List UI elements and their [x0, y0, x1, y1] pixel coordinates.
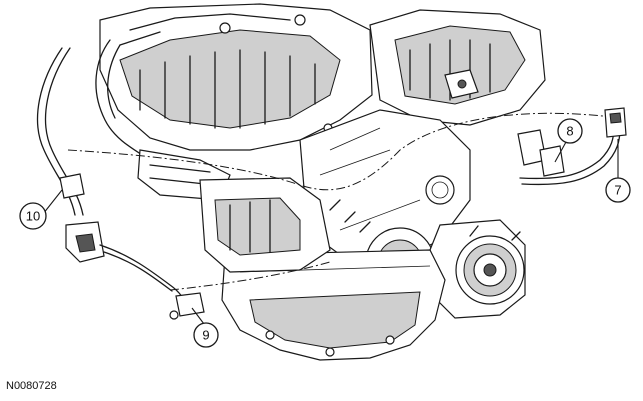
callout-7-label: 7 — [614, 183, 621, 198]
harness-connector-9 — [169, 292, 205, 320]
upper-right-engine-section — [369, 9, 546, 126]
intake-manifold — [99, 3, 373, 151]
harness-branch-left — [37, 47, 187, 307]
callout-9-leader — [191, 307, 205, 325]
callout-10-label: 10 — [26, 209, 40, 224]
callout-9: 9 — [193, 322, 219, 348]
lower-left-block — [199, 177, 331, 273]
figure-id: N0080728 — [6, 380, 57, 392]
callout-8-label: 8 — [566, 124, 573, 139]
callout-10: 10 — [19, 202, 47, 230]
harness-branch-right — [517, 107, 627, 186]
wiring-harness-routing — [67, 112, 621, 291]
callout-9-label: 9 — [202, 328, 209, 343]
ac-compressor — [429, 219, 526, 319]
callout-8: 8 — [557, 118, 583, 144]
callout-8-leader — [554, 141, 567, 163]
timing-cover — [299, 109, 471, 263]
callout-10-leader — [42, 189, 63, 215]
callout-7: 7 — [605, 177, 631, 203]
oil-pan — [221, 249, 446, 361]
